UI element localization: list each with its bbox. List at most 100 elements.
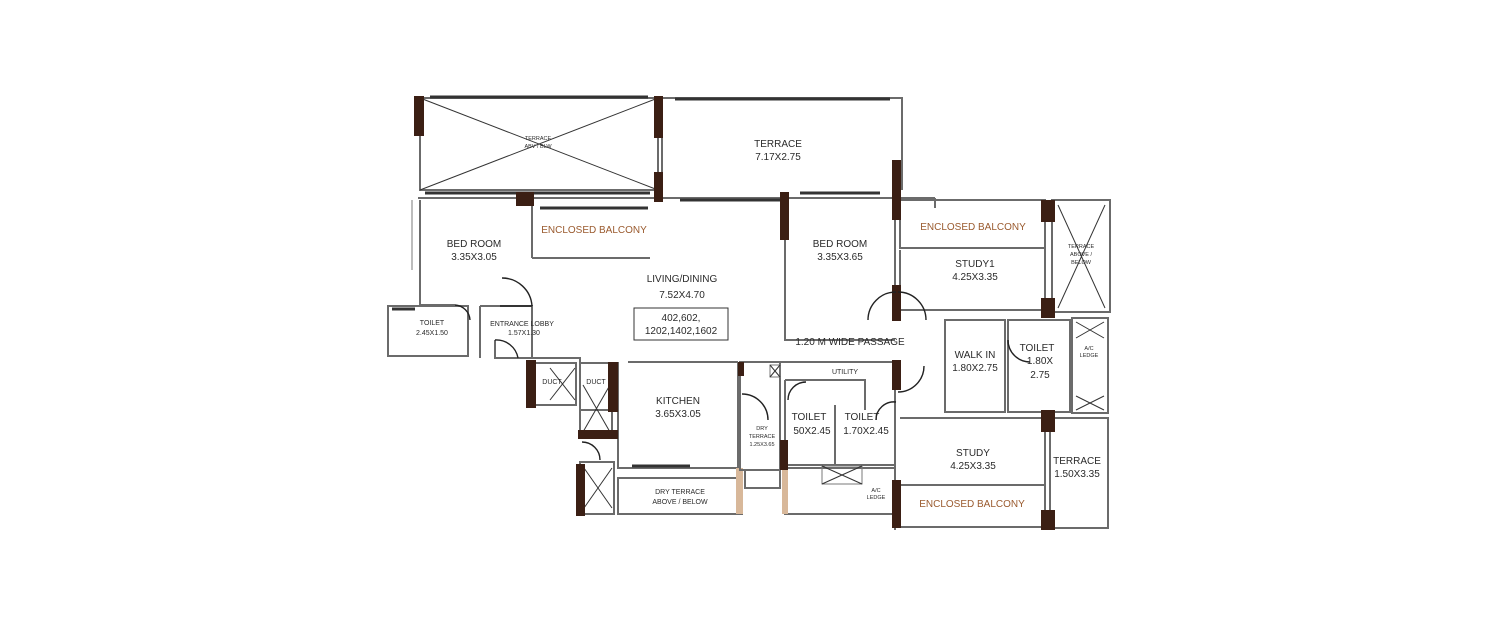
column bbox=[1041, 510, 1055, 530]
toilet-mid1-size: 50X2.45 bbox=[793, 426, 831, 437]
column bbox=[892, 360, 901, 390]
toilet-right-outline bbox=[1007, 319, 1071, 413]
study-name: STUDY bbox=[956, 448, 990, 459]
duct-left-x2 bbox=[549, 367, 576, 401]
terrace-top-name: TERRACE bbox=[754, 139, 802, 150]
column bbox=[1041, 298, 1055, 318]
sink-x2 bbox=[769, 364, 781, 378]
terrace-right-top-size: ABOVE / bbox=[1070, 252, 1092, 258]
toilet-mid2-size: 1.70X2.45 bbox=[843, 426, 889, 437]
column bbox=[738, 362, 744, 376]
kitchen-walls bbox=[617, 362, 739, 469]
labels: TERRACE 7.17X2.75 TERRACE ABV / BLW BED … bbox=[416, 136, 1101, 510]
acr-x2 bbox=[1075, 321, 1105, 339]
walk-in-name: WALK IN bbox=[955, 350, 996, 361]
column bbox=[654, 96, 663, 138]
doors bbox=[454, 277, 1031, 461]
column bbox=[526, 360, 536, 408]
shaft-x2 bbox=[583, 467, 613, 509]
dry-terrace-bottom-outline bbox=[617, 477, 743, 515]
door-toilet-mid1 bbox=[787, 381, 807, 401]
column bbox=[654, 172, 663, 202]
door-toilet-mid2 bbox=[875, 401, 897, 421]
terrace-top-size: 7.17X2.75 bbox=[755, 152, 801, 163]
kitchen-name: KITCHEN bbox=[656, 396, 700, 407]
walk-in-size: 1.80X2.75 bbox=[952, 363, 998, 374]
unit-number-box bbox=[633, 307, 729, 341]
bedroom-right-name: BED ROOM bbox=[813, 239, 867, 250]
terrace-right-bottom-name: TERRACE bbox=[1053, 456, 1101, 467]
bedroom-left-name: BED ROOM bbox=[447, 239, 501, 250]
study1-size: 4.25X3.35 bbox=[952, 272, 998, 283]
ac-ledge-hatch bbox=[782, 468, 788, 514]
door-entrance bbox=[494, 339, 519, 359]
terrace-cross-b bbox=[419, 97, 659, 191]
toilet-left-name: TOILET bbox=[420, 320, 445, 327]
unit-numbers-line2: 1202,1402,1602 bbox=[645, 326, 718, 337]
dry-terrace-hatch bbox=[736, 468, 743, 514]
terrace-right-top-name: TERRACE bbox=[1068, 244, 1095, 250]
bedroom-right-size: 3.35X3.65 bbox=[817, 252, 863, 263]
bedroom-right-walls bbox=[784, 198, 895, 341]
study1-name: STUDY1 bbox=[955, 259, 995, 270]
terrace-below-left-name: TERRACE bbox=[525, 136, 552, 142]
ac-ledge-right-outline bbox=[1071, 317, 1109, 414]
acr-x4 bbox=[1075, 395, 1105, 411]
ac-ledge-right-name: A/C bbox=[1084, 346, 1093, 352]
toilet-left-outline bbox=[387, 305, 469, 357]
toilet-left-size: 2.45X1.50 bbox=[416, 330, 448, 337]
door-lobby-top bbox=[500, 277, 533, 307]
dry-terrace-small-outline bbox=[739, 361, 781, 471]
door-study1 bbox=[897, 291, 927, 321]
door-bedroom-right bbox=[867, 291, 897, 321]
terrace-below-left-size: ABV / BLW bbox=[524, 144, 552, 150]
duct-left-label: DUCT bbox=[542, 379, 562, 386]
terrace-right-bottom-size: 1.50X3.35 bbox=[1054, 469, 1100, 480]
column bbox=[414, 96, 424, 136]
terrace-right-top-outline bbox=[1051, 199, 1111, 313]
terrace-right-bottom-outline bbox=[1049, 417, 1109, 529]
door-toilet-right bbox=[1007, 339, 1031, 363]
duct-right-label: DUCT bbox=[586, 379, 606, 386]
column bbox=[516, 192, 534, 206]
door-study bbox=[897, 365, 925, 393]
toilet-mid2-name: TOILET bbox=[845, 412, 880, 423]
study-size: 4.25X3.35 bbox=[950, 461, 996, 472]
kitchen-size: 3.65X3.05 bbox=[655, 409, 701, 420]
door-shaft bbox=[581, 441, 601, 461]
columns bbox=[414, 96, 1055, 530]
living-dining-size: 7.52X4.70 bbox=[659, 290, 705, 301]
column bbox=[892, 285, 901, 321]
column bbox=[578, 430, 618, 439]
column bbox=[780, 192, 789, 240]
duct-right-x2 bbox=[582, 384, 611, 433]
enclosed-balcony-right-label: ENCLOSED BALCONY bbox=[920, 222, 1026, 233]
walls bbox=[387, 95, 1111, 530]
ac-unit-box bbox=[821, 465, 863, 485]
utility-label: UTILITY bbox=[832, 369, 858, 376]
toilet-right-size: 1.80X bbox=[1027, 356, 1053, 367]
dry-terrace-bottom-name: DRY TERRACE bbox=[655, 489, 705, 496]
column bbox=[780, 440, 788, 470]
ac-ledge-right-name2: LEDGE bbox=[1080, 353, 1099, 359]
living-dining-name: LIVING/DINING bbox=[647, 274, 718, 285]
column bbox=[892, 480, 901, 528]
dry-terrace-small-name2: TERRACE bbox=[749, 434, 776, 440]
walk-in-outline bbox=[944, 319, 1006, 413]
utility-walls bbox=[785, 379, 866, 410]
bedroom-left-size: 3.35X3.05 bbox=[451, 252, 497, 263]
entrance-lobby-name: ENTRANCE LOBBY bbox=[490, 321, 554, 328]
utility-sink bbox=[769, 364, 781, 378]
column bbox=[608, 362, 618, 412]
ac-ledge-bottom-name: A/C bbox=[871, 488, 880, 494]
enclosed-balcony-left-label: ENCLOSED BALCONY bbox=[541, 225, 647, 236]
toilet-mid1-name: TOILET bbox=[792, 412, 827, 423]
dry-terrace-small-name: DRY bbox=[756, 426, 768, 432]
door-dry-terrace bbox=[741, 393, 769, 421]
unit-numbers-line1: 402,602, bbox=[662, 313, 701, 324]
toilet-right-size2: 2.75 bbox=[1030, 370, 1050, 381]
column bbox=[576, 464, 585, 516]
toilet-right-name: TOILET bbox=[1020, 343, 1055, 354]
door-toilet-left bbox=[454, 304, 471, 321]
